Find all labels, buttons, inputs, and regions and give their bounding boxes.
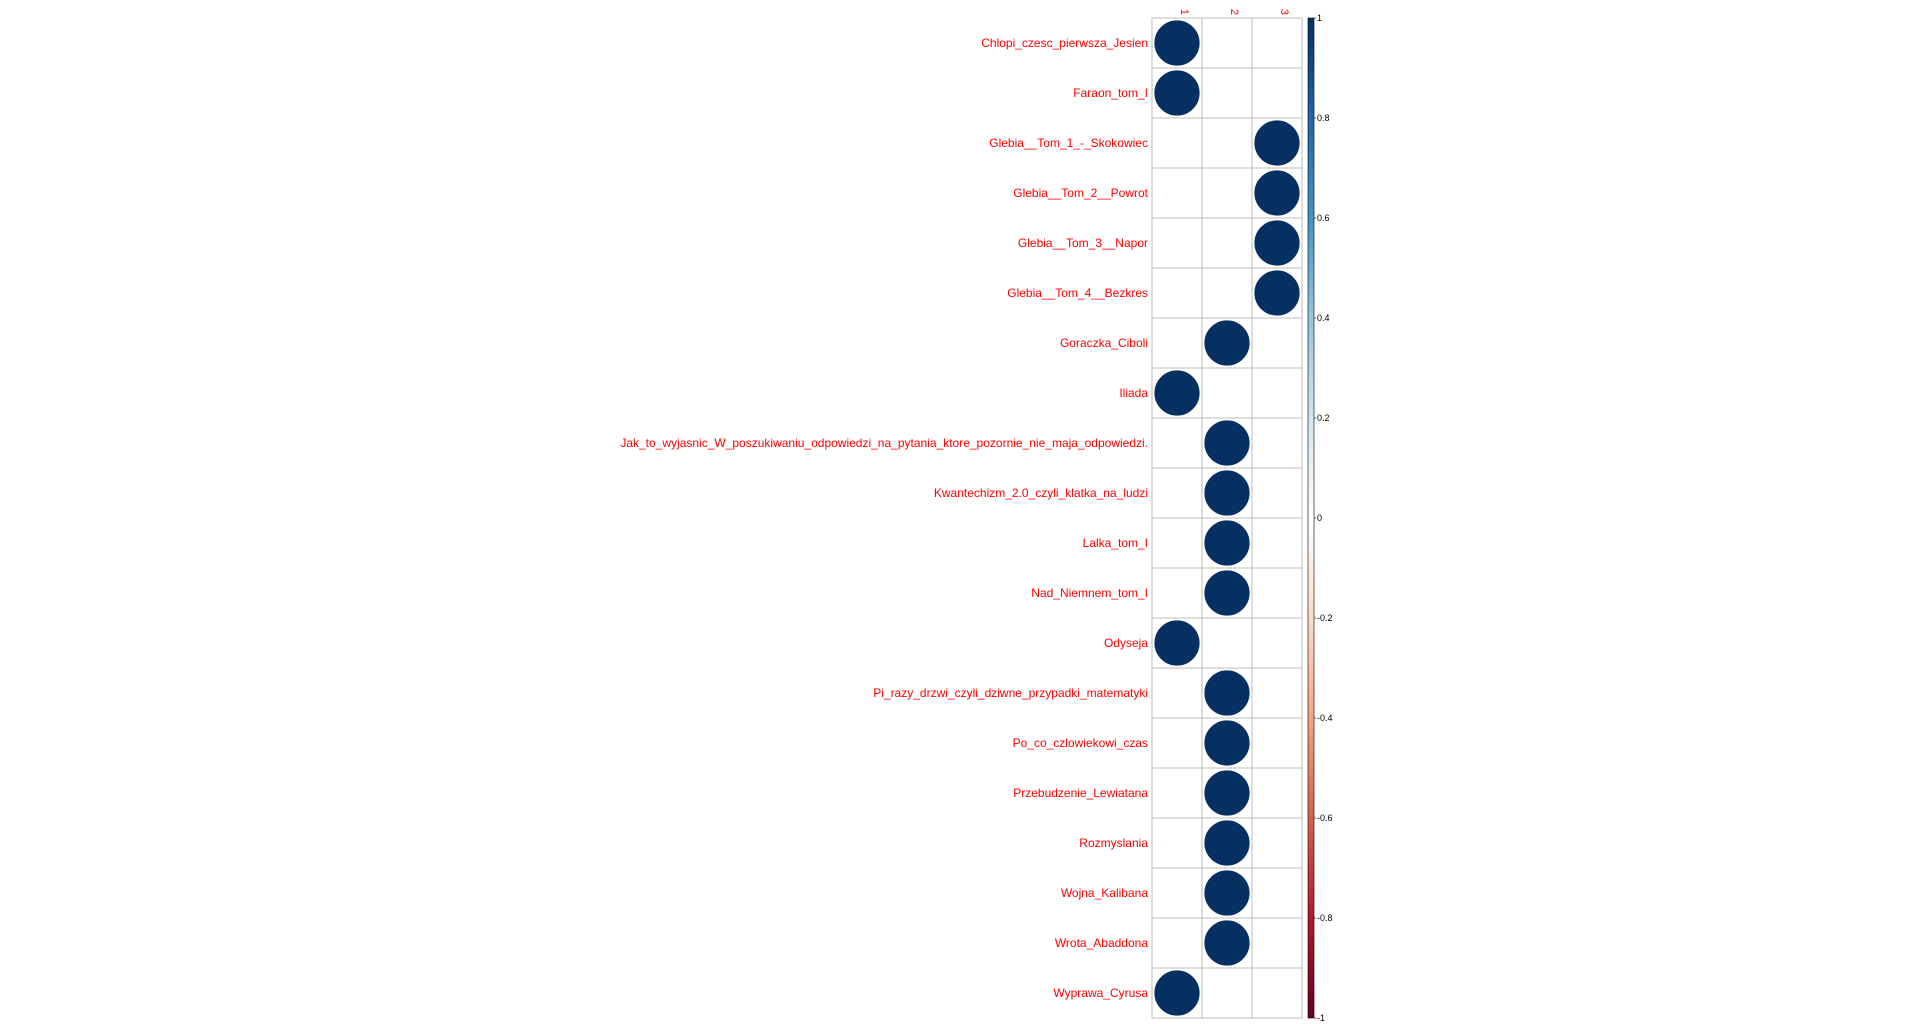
row-label: Wyprawa_Cyrusa xyxy=(1053,986,1148,1000)
legend-tick-label: 0.6 xyxy=(1317,213,1330,223)
legend-color-bar xyxy=(1307,17,1315,1019)
row-label: Kwantechizm_2.0_czyli_klatka_na_ludzi xyxy=(934,486,1148,500)
row-label: Nad_Niemnem_tom_I xyxy=(1031,586,1148,600)
row-label: Wrota_Abaddona xyxy=(1055,936,1149,950)
correlation-circle xyxy=(1203,469,1251,517)
row-label: Goraczka_Ciboli xyxy=(1060,336,1148,350)
correlation-circle xyxy=(1153,369,1201,417)
legend-tick-label: -1 xyxy=(1317,1013,1325,1023)
correlation-circle xyxy=(1203,719,1251,767)
correlation-circle xyxy=(1153,969,1201,1017)
row-label: Przebudzenie_Lewiatana xyxy=(1013,786,1148,800)
correlation-circle xyxy=(1203,769,1251,817)
correlation-circle xyxy=(1153,19,1201,67)
correlation-circle xyxy=(1203,519,1251,567)
row-label: Glebia__Tom_3__Napor xyxy=(1018,236,1148,250)
correlation-circle xyxy=(1253,119,1301,167)
row-label: Po_co_czlowiekowi_czas xyxy=(1013,736,1148,750)
correlation-circle xyxy=(1153,69,1201,117)
row-label: Lalka_tom_I xyxy=(1083,536,1148,550)
column-labels: 1 2 3 xyxy=(1178,9,1290,15)
correlation-circle xyxy=(1253,269,1301,317)
row-label: Odyseja xyxy=(1104,636,1148,650)
row-label: Wojna_Kalibana xyxy=(1061,886,1149,900)
correlation-circle xyxy=(1253,219,1301,267)
correlation-circle xyxy=(1153,619,1201,667)
color-legend: 1 0.8 0.6 0.4 0.2 0 -0.2 -0.4 -0.6 -0.8 -1 xyxy=(1307,13,1333,1023)
row-label: Chlopi_czesc_pierwsza_Jesien xyxy=(981,36,1148,50)
correlation-circle xyxy=(1203,419,1251,467)
row-label: Glebia__Tom_2__Powrot xyxy=(1013,186,1148,200)
correlation-circle xyxy=(1203,869,1251,917)
row-label: Iliada xyxy=(1119,386,1148,400)
row-label: Glebia__Tom_1_-_Skokowiec xyxy=(989,136,1148,150)
row-label: Pi_razy_drzwi_czyli_dziwne_przypadki_mat… xyxy=(873,686,1148,700)
correlation-circle xyxy=(1203,319,1251,367)
correlation-circle xyxy=(1203,669,1251,717)
column-label: 3 xyxy=(1278,9,1290,15)
legend-tick-label: -0.6 xyxy=(1317,813,1333,823)
legend-tick-label: 1 xyxy=(1317,13,1322,23)
column-label: 1 xyxy=(1178,9,1190,15)
correlation-circle xyxy=(1203,919,1251,967)
matrix-circles xyxy=(1153,19,1301,1017)
legend-tick-label: -0.4 xyxy=(1317,713,1333,723)
row-label: Glebia__Tom_4__Bezkres xyxy=(1007,286,1148,300)
correlation-circle xyxy=(1253,169,1301,217)
legend-tick-label: -0.2 xyxy=(1317,613,1333,623)
legend-tick-label: 0.2 xyxy=(1317,413,1330,423)
row-label: Rozmyslania xyxy=(1079,836,1148,850)
row-label: Jak_to_wyjasnic_W_poszukiwaniu_odpowiedz… xyxy=(620,436,1148,450)
legend-tick-label: 0.8 xyxy=(1317,113,1330,123)
legend-tick-label: 0.4 xyxy=(1317,313,1330,323)
legend-tick-label: -0.8 xyxy=(1317,913,1333,923)
matrix-grid xyxy=(1151,17,1303,1019)
correlation-circle xyxy=(1203,819,1251,867)
row-labels: Chlopi_czesc_pierwsza_JesienFaraon_tom_I… xyxy=(620,36,1148,1000)
row-label: Faraon_tom_I xyxy=(1073,86,1148,100)
correlation-circle xyxy=(1203,569,1251,617)
legend-tick-label: 0 xyxy=(1317,513,1322,523)
column-label: 2 xyxy=(1228,9,1240,15)
